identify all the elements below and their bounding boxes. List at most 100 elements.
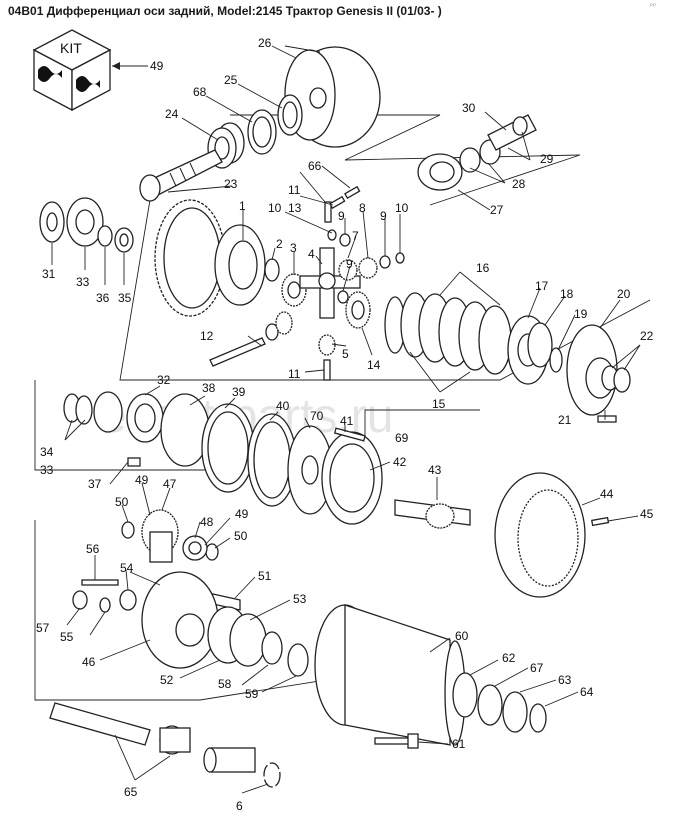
callout-65: 65 bbox=[124, 785, 138, 799]
part-22-bearings bbox=[601, 365, 631, 393]
callout-35: 35 bbox=[118, 291, 132, 305]
part-12-pin bbox=[209, 311, 293, 367]
callout-labels: 49 26 25 68 24 23 30 29 28 27 31 33 36 3… bbox=[36, 36, 654, 813]
callout-42: 42 bbox=[393, 455, 407, 469]
callout-24: 24 bbox=[165, 107, 179, 121]
part-26-drum bbox=[284, 46, 381, 148]
callout-50b: 50 bbox=[234, 529, 248, 543]
callout-2: 2 bbox=[276, 237, 283, 251]
callout-16: 16 bbox=[476, 261, 490, 275]
part-32-ring bbox=[126, 393, 164, 443]
callout-47: 47 bbox=[163, 477, 177, 491]
part-70-piston bbox=[287, 425, 333, 515]
part-54-nut bbox=[119, 589, 137, 611]
callout-48: 48 bbox=[200, 515, 214, 529]
part-65b-sleeve bbox=[203, 747, 256, 773]
part-31-flange bbox=[39, 201, 65, 243]
callout-18: 18 bbox=[560, 287, 574, 301]
callout-3: 3 bbox=[290, 241, 297, 255]
part-42-plate bbox=[321, 431, 383, 525]
callout-45: 45 bbox=[640, 507, 654, 521]
callout-20: 20 bbox=[617, 287, 631, 301]
part-39-ring bbox=[201, 403, 255, 493]
part-66-pin bbox=[344, 185, 361, 199]
callout-68: 68 bbox=[193, 85, 207, 99]
part-13-pin bbox=[329, 195, 346, 209]
callout-49b: 49 bbox=[135, 473, 149, 487]
callout-9c: 9 bbox=[346, 257, 353, 271]
part-62-ring bbox=[452, 672, 478, 718]
callout-33b: 33 bbox=[40, 463, 54, 477]
callout-10a: 10 bbox=[268, 201, 282, 215]
callout-62: 62 bbox=[502, 651, 516, 665]
part-33-flange bbox=[66, 197, 104, 247]
part-9-washers bbox=[337, 233, 391, 304]
callout-19: 19 bbox=[574, 307, 588, 321]
leader-lines bbox=[51, 45, 641, 794]
part-14-side-gear bbox=[345, 291, 371, 329]
callout-14: 14 bbox=[367, 358, 381, 372]
callout-10b: 10 bbox=[395, 201, 409, 215]
callout-30: 30 bbox=[462, 101, 476, 115]
callout-61: 61 bbox=[452, 737, 466, 751]
part-44-ring-gear bbox=[494, 472, 586, 598]
callout-59: 59 bbox=[245, 687, 259, 701]
kit-label: KIT bbox=[60, 40, 82, 56]
callout-44: 44 bbox=[600, 487, 614, 501]
part-1-crown-gear bbox=[154, 199, 266, 317]
callout-25: 25 bbox=[224, 73, 238, 87]
part-35-bearing bbox=[114, 227, 134, 253]
callout-57: 57 bbox=[36, 621, 50, 635]
callout-34: 34 bbox=[40, 445, 54, 459]
callout-5: 5 bbox=[342, 347, 349, 361]
part-56-pin bbox=[81, 579, 119, 586]
part-48-bearing bbox=[182, 535, 208, 561]
callout-66: 66 bbox=[308, 159, 322, 173]
part-19-ring bbox=[549, 347, 563, 373]
callout-49a: 49 bbox=[150, 59, 164, 73]
callout-28: 28 bbox=[512, 177, 526, 191]
kit-icon: KIT bbox=[32, 29, 112, 112]
callout-70: 70 bbox=[310, 409, 324, 423]
callout-6: 6 bbox=[236, 799, 243, 813]
callout-31: 31 bbox=[42, 267, 56, 281]
callout-51: 51 bbox=[258, 569, 272, 583]
part-40-ring bbox=[247, 413, 297, 507]
callout-9b: 9 bbox=[380, 209, 387, 223]
part-43-shaft bbox=[394, 499, 471, 529]
callout-17: 17 bbox=[535, 279, 549, 293]
callout-9a: 9 bbox=[338, 209, 345, 223]
callout-21: 21 bbox=[558, 413, 572, 427]
callout-64: 64 bbox=[580, 685, 594, 699]
part-36-ring bbox=[97, 225, 113, 247]
callout-46: 46 bbox=[82, 655, 96, 669]
callout-49c: 49 bbox=[235, 507, 249, 521]
callout-7: 7 bbox=[352, 229, 359, 243]
part-68-ring bbox=[247, 109, 277, 155]
callout-43: 43 bbox=[428, 463, 442, 477]
callout-39: 39 bbox=[232, 385, 246, 399]
part-65-shaft bbox=[49, 702, 191, 755]
part-34-bearings bbox=[63, 393, 93, 425]
callout-26: 26 bbox=[258, 36, 272, 50]
part-46-carrier bbox=[141, 571, 219, 669]
part-53-ring bbox=[229, 613, 267, 667]
part-7-pinion bbox=[358, 257, 378, 279]
part-2-washer bbox=[264, 258, 280, 282]
part-60-housing bbox=[314, 604, 466, 746]
part-8-pinion bbox=[338, 259, 358, 281]
callout-38: 38 bbox=[202, 381, 216, 395]
callout-56: 56 bbox=[86, 542, 100, 556]
part-37-plug bbox=[127, 457, 141, 467]
part-64-ring bbox=[529, 703, 547, 733]
callout-37: 37 bbox=[88, 477, 102, 491]
callout-63: 63 bbox=[558, 673, 572, 687]
callout-36: 36 bbox=[96, 291, 110, 305]
part-33b-flange bbox=[93, 391, 123, 433]
part-18-ring bbox=[527, 322, 553, 368]
callout-60: 60 bbox=[455, 629, 469, 643]
callout-8: 8 bbox=[359, 201, 366, 215]
callout-67: 67 bbox=[530, 661, 544, 675]
part-57-55-fittings bbox=[72, 590, 111, 613]
